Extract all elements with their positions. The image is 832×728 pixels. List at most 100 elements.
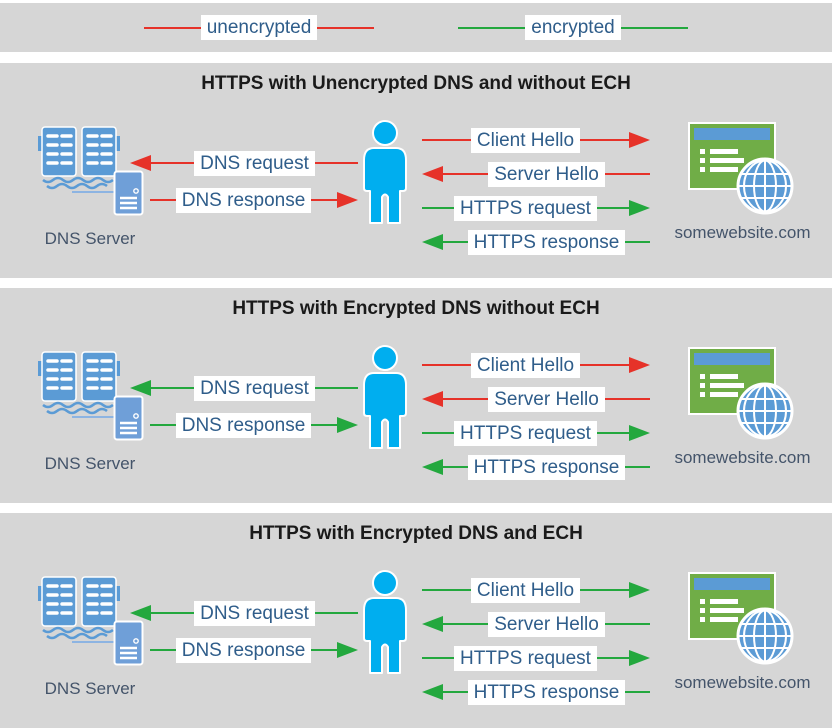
arrow-line — [596, 207, 629, 209]
scenario-panel: HTTPS with Unencrypted DNS and without E… — [0, 63, 832, 278]
dns-server-caption: DNS Server — [44, 229, 136, 248]
arrowhead-right-icon — [629, 650, 650, 666]
book-server-connector — [72, 641, 114, 643]
arrow-label: DNS response — [175, 637, 312, 663]
arrowhead-right-icon — [629, 132, 650, 148]
arrow-line — [151, 387, 195, 389]
legend-line — [144, 26, 201, 29]
server-hello-arrow: Server Hello — [422, 161, 651, 187]
legend-line — [317, 26, 375, 29]
website-icon — [688, 122, 794, 215]
arrow-line — [443, 173, 489, 175]
arrowhead-right-icon — [629, 200, 650, 216]
arrowhead-left-icon — [422, 616, 443, 632]
arrow-line — [580, 589, 629, 591]
dns-book-icon — [38, 126, 120, 190]
https-request-arrow: HTTPS request — [422, 420, 650, 446]
legend-bar: unencrypted encrypted — [0, 3, 832, 52]
arrow-line — [422, 432, 455, 434]
arrow-line — [625, 466, 651, 468]
dns-server-icon — [113, 170, 144, 216]
panel-title: HTTPS with Encrypted DNS and ECH — [249, 523, 583, 544]
scenario-panels: HTTPS with Unencrypted DNS and without E… — [0, 63, 832, 728]
dns-response-arrow: DNS response — [150, 412, 358, 438]
arrow-label: HTTPS request — [454, 420, 597, 446]
legend-item-unencrypted: unencrypted — [144, 15, 375, 40]
dns-server-icon — [113, 620, 144, 666]
website-caption: somewebsite.com — [674, 673, 811, 692]
arrow-line — [625, 691, 651, 693]
arrow-line — [150, 424, 176, 426]
arrow-label: DNS request — [194, 150, 315, 176]
dns-server-caption: DNS Server — [44, 679, 136, 698]
client-hello-arrow: Client Hello — [422, 352, 650, 378]
person-icon — [363, 120, 407, 224]
arrow-label: DNS response — [175, 412, 312, 438]
server-hello-arrow: Server Hello — [422, 611, 651, 637]
arrow-line — [596, 432, 629, 434]
arrow-label: Server Hello — [488, 161, 605, 187]
dns-request-arrow: DNS request — [130, 150, 358, 176]
website-icon — [688, 347, 794, 440]
arrow-line — [314, 612, 358, 614]
dns-book-icon — [38, 351, 120, 415]
arrow-label: DNS response — [175, 187, 312, 213]
arrowhead-right-icon — [337, 642, 358, 658]
book-server-connector — [72, 416, 114, 418]
arrowhead-right-icon — [337, 417, 358, 433]
arrowhead-right-icon — [337, 192, 358, 208]
arrow-line — [311, 199, 337, 201]
arrow-line — [151, 162, 195, 164]
website-caption: somewebsite.com — [674, 223, 811, 242]
arrowhead-left-icon — [422, 234, 443, 250]
arrow-line — [604, 173, 651, 175]
legend-label: unencrypted — [200, 15, 318, 40]
arrow-line — [422, 589, 471, 591]
arrow-line — [422, 207, 455, 209]
arrow-line — [580, 364, 629, 366]
arrowhead-right-icon — [629, 582, 650, 598]
arrow-line — [625, 241, 651, 243]
dns-server-caption: DNS Server — [44, 454, 136, 473]
arrow-line — [443, 623, 489, 625]
legend-item-encrypted: encrypted — [458, 15, 689, 40]
arrow-line — [422, 657, 455, 659]
dns-request-arrow: DNS request — [130, 375, 358, 401]
dns-server-icon — [113, 395, 144, 441]
dns-book-icon — [38, 576, 120, 640]
client-hello-arrow: Client Hello — [422, 127, 650, 153]
arrow-line — [443, 466, 468, 468]
arrow-label: Client Hello — [470, 352, 581, 378]
arrow-line — [443, 241, 468, 243]
arrow-label: Server Hello — [488, 611, 605, 637]
arrow-label: DNS request — [194, 600, 315, 626]
arrow-line — [150, 199, 176, 201]
arrowhead-right-icon — [629, 425, 650, 441]
arrow-line — [604, 398, 651, 400]
arrow-label: Client Hello — [470, 127, 581, 153]
arrow-label: Client Hello — [470, 577, 581, 603]
client-hello-arrow: Client Hello — [422, 577, 650, 603]
https-response-arrow: HTTPS response — [422, 679, 651, 705]
legend-label: encrypted — [525, 15, 621, 40]
arrow-label: DNS request — [194, 375, 315, 401]
scenario-panel: HTTPS with Encrypted DNS without ECH — [0, 288, 832, 503]
arrowhead-left-icon — [422, 166, 443, 182]
arrow-line — [443, 398, 489, 400]
dns-request-arrow: DNS request — [130, 600, 358, 626]
arrow-line — [150, 649, 176, 651]
arrowhead-right-icon — [629, 357, 650, 373]
https-request-arrow: HTTPS request — [422, 645, 650, 671]
arrowhead-left-icon — [130, 380, 151, 396]
arrow-line — [311, 649, 337, 651]
arrow-label: Server Hello — [488, 386, 605, 412]
arrow-line — [314, 162, 358, 164]
https-request-arrow: HTTPS request — [422, 195, 650, 221]
arrow-label: HTTPS response — [467, 454, 626, 480]
legend-line — [458, 26, 526, 29]
panel-title: HTTPS with Encrypted DNS without ECH — [232, 298, 600, 319]
arrow-line — [151, 612, 195, 614]
arrow-line — [311, 424, 337, 426]
arrowhead-left-icon — [130, 605, 151, 621]
panel-title: HTTPS with Unencrypted DNS and without E… — [201, 73, 631, 94]
